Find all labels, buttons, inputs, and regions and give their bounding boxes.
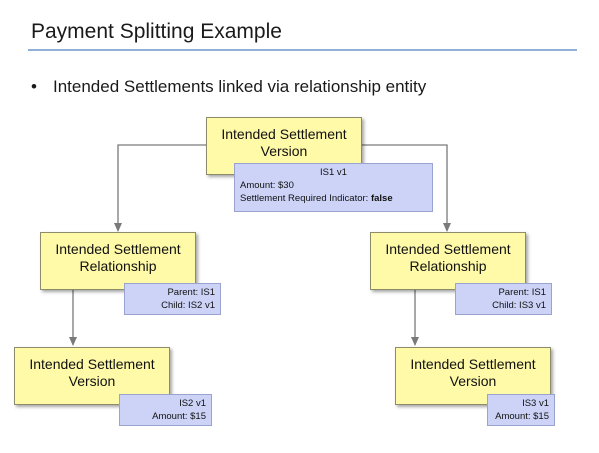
box-line2: Relationship	[409, 258, 487, 274]
note-id: IS2 v1	[179, 398, 206, 409]
box-line2: Relationship	[79, 258, 157, 274]
box-line1: Intended Settlement	[410, 356, 536, 372]
bullet-text: Intended Settlements linked via relation…	[53, 77, 427, 96]
bullet-point: • Intended Settlements linked via relatio…	[31, 77, 426, 97]
title-rule	[28, 49, 577, 51]
connector-root-left	[114, 144, 206, 232]
box-line1: Intended Settlement	[55, 241, 181, 257]
box-line2: Version	[449, 373, 497, 389]
note-indicator: Settlement Required Indicator: false	[240, 192, 427, 205]
left-relationship-box: Intended Settlement Relationship	[40, 232, 196, 290]
page-title: Payment Splitting Example	[31, 20, 282, 43]
box-line1: Intended Settlement	[29, 356, 155, 372]
note-child: Child: IS3 v1	[492, 300, 546, 311]
root-note: IS1 v1 Amount: $30 Settlement Required I…	[234, 163, 433, 212]
box-line1: Intended Settlement	[221, 126, 347, 142]
note-parent: Parent: IS1	[498, 287, 546, 298]
note-id: IS3 v1	[522, 398, 549, 409]
note-amount: Amount: $15	[152, 411, 206, 422]
box-line1: Intended Settlement	[385, 241, 511, 257]
indicator-label: Settlement Required Indicator:	[240, 193, 371, 204]
connector-root-right	[362, 144, 451, 232]
right-relationship-note: Parent: IS1 Child: IS3 v1	[455, 283, 552, 315]
note-amount: Amount: $30	[240, 180, 294, 191]
left-relationship-note: Parent: IS1 Child: IS2 v1	[124, 283, 221, 315]
note-id: IS1 v1	[320, 167, 347, 178]
right-relationship-box: Intended Settlement Relationship	[370, 232, 526, 290]
bullet-marker: •	[31, 77, 37, 96]
box-line2: Version	[68, 373, 116, 389]
box-line2: Version	[260, 143, 308, 159]
note-amount: Amount: $15	[495, 411, 549, 422]
left-version-note: IS2 v1 Amount: $15	[119, 394, 212, 426]
left-version-box: Intended Settlement Version	[14, 347, 170, 405]
note-parent: Parent: IS1	[167, 287, 215, 298]
right-version-note: IS3 v1 Amount: $15	[487, 394, 555, 426]
indicator-value: false	[370, 193, 393, 204]
note-child: Child: IS2 v1	[161, 300, 215, 311]
